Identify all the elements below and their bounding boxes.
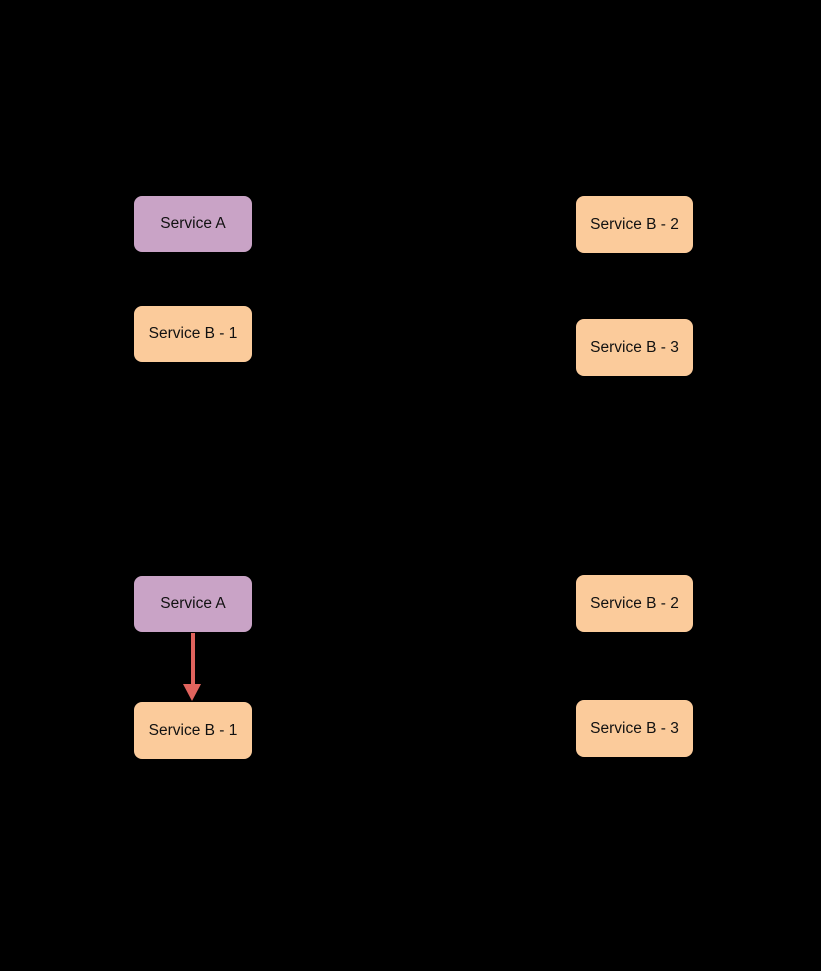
bottom-service-b-2-node: Service B - 2 bbox=[576, 575, 693, 632]
bottom-service-b-1-node: Service B - 1 bbox=[134, 702, 252, 759]
top-service-b-2-node: Service B - 2 bbox=[576, 196, 693, 253]
bottom-service-a-node: Service A bbox=[134, 576, 252, 632]
top-service-b-3-node: Service B - 3 bbox=[576, 319, 693, 376]
bottom-service-b-3-node: Service B - 3 bbox=[576, 700, 693, 757]
top-service-a-node: Service A bbox=[134, 196, 252, 252]
arrow-shaft bbox=[191, 633, 195, 685]
top-service-b-1-node: Service B - 1 bbox=[134, 306, 252, 362]
arrow-head-icon bbox=[183, 684, 201, 701]
